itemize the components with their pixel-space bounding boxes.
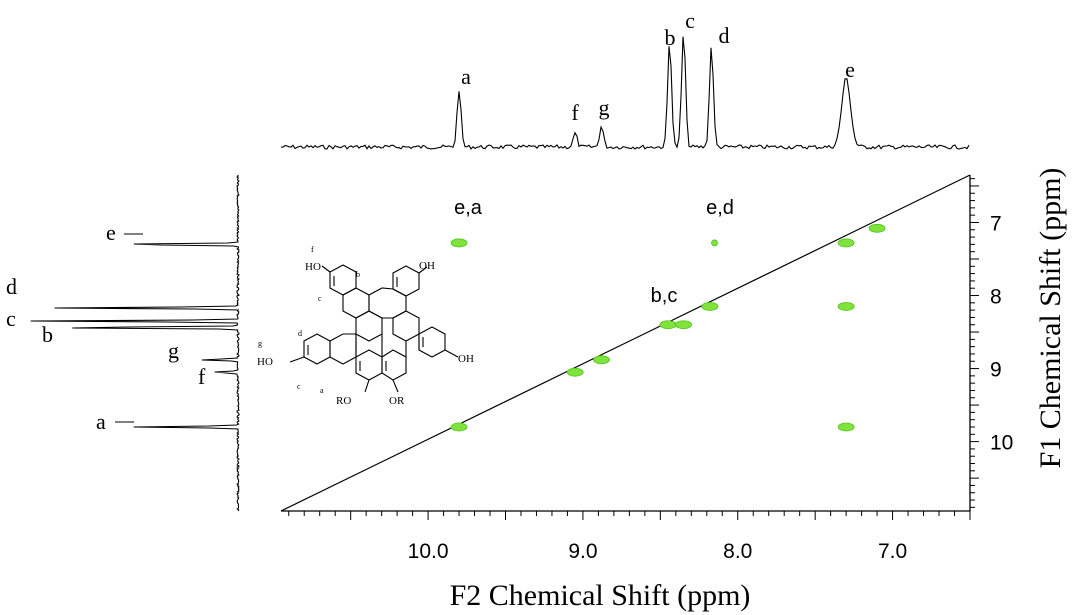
diagonal-peak (566, 367, 584, 377)
structure-label-b: b (356, 270, 360, 279)
left-peak-label-f: f (198, 364, 206, 389)
chemical-structure: HO f b c OH d g HO c a OH RO OR (257, 245, 474, 407)
left-peak-label-g: g (168, 338, 179, 363)
x-axis-tick-labels: 10.0 9.0 8.0 7.0 (408, 540, 908, 563)
structure-label-ro: RO (336, 395, 351, 407)
structure-label-oh-right: OH (458, 353, 474, 365)
left-peak-label-d: d (6, 274, 17, 299)
diagonal-label-bc: b,c (651, 285, 678, 307)
cross-peak (837, 422, 855, 432)
diagonal-peak (837, 238, 855, 248)
top-peak-label-e: e (845, 57, 855, 82)
x-tick-label: 9.0 (568, 540, 597, 563)
diagonal-peak (868, 223, 886, 233)
cross-peak-label-ed: e,d (706, 197, 734, 219)
top-peak-label-f: f (571, 100, 579, 125)
diagonal-peak (593, 355, 610, 365)
cross-peak-label-ea: e,a (454, 197, 483, 219)
diagonal-peak (701, 302, 719, 311)
diagonal-peak (450, 422, 468, 432)
y-tick-label: 10 (990, 432, 1013, 455)
structure-label-oh-top-right: OH (419, 260, 435, 272)
cross-peak (450, 238, 468, 248)
diagonal-line (280, 174, 971, 512)
y-tick-label: 8 (990, 286, 1002, 309)
structure-label-ho-top-left: HO (305, 261, 321, 273)
structure-label-or: OR (389, 395, 405, 407)
left-peak-label-e: e (106, 220, 116, 245)
contour-peaks (450, 223, 886, 432)
cross-peak (837, 302, 855, 311)
top-peak-label-g: g (599, 95, 610, 120)
cross-peak (711, 239, 718, 247)
x-tick-label: 10.0 (408, 540, 449, 563)
structure-bonds (289, 264, 459, 393)
left-peak-label-c: c (6, 306, 16, 331)
y-tick-label: 7 (990, 212, 1002, 235)
x-axis-title: F2 Chemical Shift (ppm) (450, 579, 751, 612)
diagonal-peak (659, 320, 677, 330)
top-peak-label-a: a (461, 64, 471, 89)
x-axis-ticks (288, 511, 971, 520)
y-tick-label: 9 (990, 359, 1002, 382)
structure-label-c-top: c (318, 294, 322, 303)
left-peak-label-b: b (42, 322, 53, 347)
y-axis-ticks (970, 178, 979, 508)
x-tick-label: 7.0 (878, 540, 907, 563)
structure-label-f: f (311, 245, 314, 254)
structure-label-g: g (258, 339, 262, 348)
diagonal-peak (675, 320, 692, 330)
x-tick-label: 8.0 (723, 540, 752, 563)
structure-label-a: a (320, 386, 324, 395)
structure-label-ho-left: HO (257, 356, 273, 368)
y-axis-title: F1 Chemical Shift (ppm) (1034, 168, 1067, 469)
top-projection-spectrum (280, 36, 970, 150)
top-peak-label-d: d (719, 23, 730, 48)
structure-label-c-bottom: c (297, 382, 301, 391)
y-axis-tick-labels: 7 8 9 10 (990, 212, 1013, 454)
top-peak-label-b: b (665, 25, 676, 50)
structure-label-d: d (298, 329, 302, 338)
left-projection-spectrum (30, 174, 241, 512)
left-peak-label-a: a (96, 409, 106, 434)
top-peak-label-c: c (685, 8, 695, 33)
